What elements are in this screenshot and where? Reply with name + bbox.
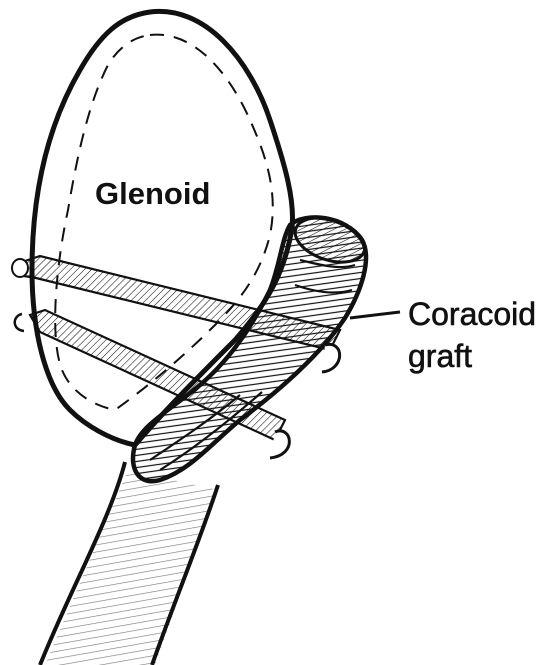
coracoid-graft-label-line2: graft	[408, 335, 536, 377]
coracoid-graft-label-line1: Coracoid	[408, 293, 536, 335]
graft-leader-line	[350, 312, 400, 318]
glenoid-label: Glenoid	[95, 176, 210, 212]
scapular-neck	[40, 462, 218, 665]
coracoid-graft-label: Coracoid graft	[408, 293, 536, 377]
